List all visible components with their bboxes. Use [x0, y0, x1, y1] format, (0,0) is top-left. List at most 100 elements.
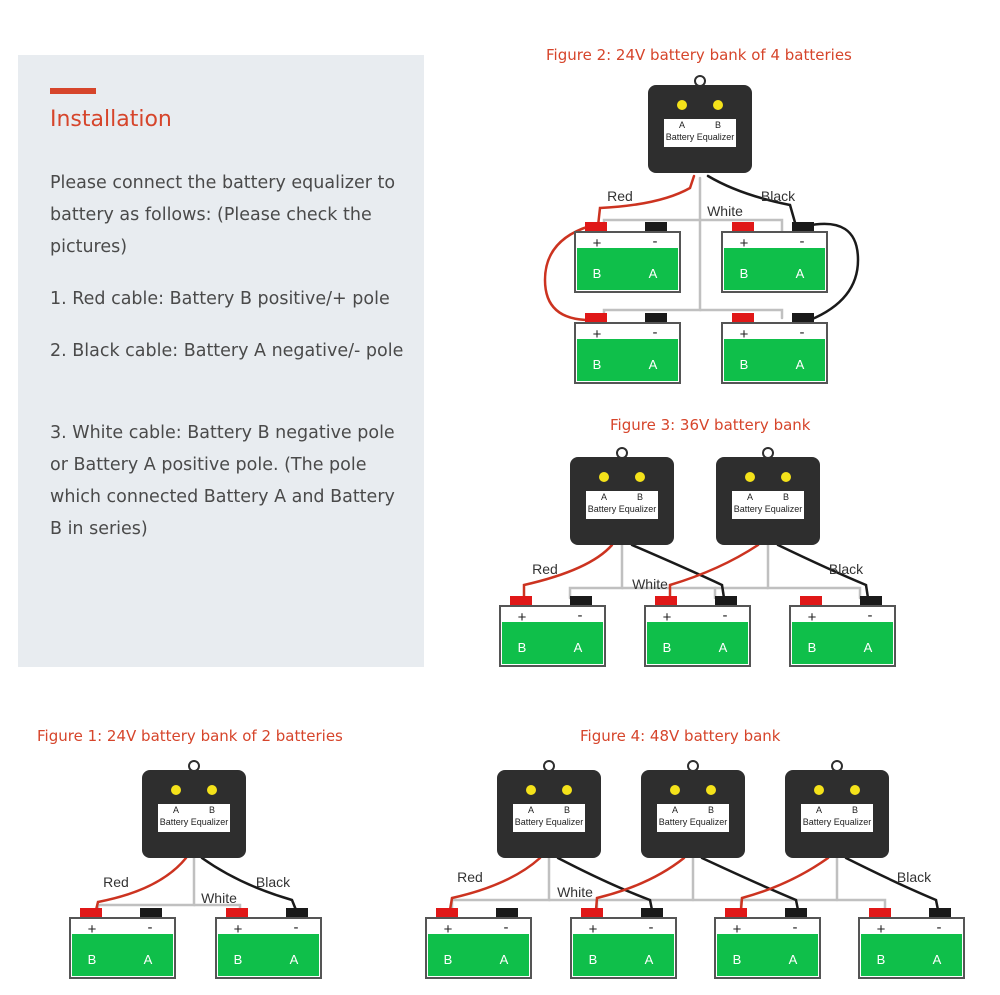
battery-a-label: A: [144, 952, 153, 967]
hanger-loop: [616, 447, 628, 459]
white-cable: [766, 543, 862, 600]
equalizer-label-plate: [158, 804, 230, 832]
positive-terminal: [581, 908, 603, 918]
negative-terminal: [715, 596, 737, 606]
plus-sign: +: [234, 921, 243, 938]
red-cable: [594, 856, 686, 912]
plus-sign: +: [444, 921, 453, 938]
hanger-loop: [762, 447, 774, 459]
negative-terminal: [785, 908, 807, 918]
led-a-icon: [677, 100, 687, 110]
white-label: White: [557, 884, 593, 900]
hanger-loop: [694, 75, 706, 87]
red-cable: [543, 224, 592, 322]
negative-terminal: [570, 596, 592, 606]
black-label: Black: [761, 188, 796, 204]
led-a-icon: [670, 785, 680, 795]
battery-equalizer: [497, 760, 601, 858]
minus-sign: -: [937, 919, 942, 936]
led-a-icon: [171, 785, 181, 795]
led-a-label: A: [601, 492, 607, 502]
negative-terminal: [140, 908, 162, 918]
plus-sign: +: [593, 326, 602, 343]
battery-a-label: A: [290, 952, 299, 967]
battery-b-label: B: [518, 640, 527, 655]
white-label: White: [707, 203, 743, 219]
battery-a-label: A: [649, 266, 658, 281]
battery-equalizer: [716, 447, 820, 545]
white-label: White: [632, 576, 668, 592]
minus-sign: -: [793, 919, 798, 936]
led-b-label: B: [708, 805, 714, 815]
battery-b-label: B: [589, 952, 598, 967]
negative-terminal: [792, 313, 814, 323]
minus-sign: -: [294, 919, 299, 936]
battery-charge: [428, 934, 529, 976]
minus-sign: -: [800, 324, 805, 341]
led-a-icon: [745, 472, 755, 482]
negative-terminal: [929, 908, 951, 918]
battery-a-label: A: [649, 357, 658, 372]
positive-terminal: [732, 313, 754, 323]
led-b-icon: [635, 472, 645, 482]
battery-a-label: A: [796, 266, 805, 281]
black-cable: [700, 856, 800, 912]
led-b-icon: [562, 785, 572, 795]
red-cable: [739, 856, 830, 912]
positive-terminal: [725, 908, 747, 918]
minus-sign: -: [800, 233, 805, 250]
installation-panel: Installation Please connect the battery …: [18, 55, 424, 667]
battery: [499, 596, 606, 667]
plus-sign: +: [740, 235, 749, 252]
battery-b-label: B: [593, 357, 602, 372]
battery: [574, 313, 681, 384]
white-label: White: [201, 890, 237, 906]
positive-terminal: [226, 908, 248, 918]
led-a-label: A: [816, 805, 822, 815]
led-a-icon: [599, 472, 609, 482]
battery-equalizer: [142, 760, 246, 858]
led-b-label: B: [564, 805, 570, 815]
battery: [425, 908, 532, 979]
minus-sign: -: [504, 919, 509, 936]
battery-b-label: B: [740, 266, 749, 281]
battery-a-label: A: [864, 640, 873, 655]
battery-a-label: A: [645, 952, 654, 967]
battery-charge: [218, 934, 319, 976]
led-b-label: B: [637, 492, 643, 502]
battery: [714, 908, 821, 979]
battery: [721, 313, 828, 384]
hanger-loop: [687, 760, 699, 772]
black-cable: [804, 222, 860, 322]
step-red-cable: 1. Red cable: Battery B positive/+ pole: [50, 289, 390, 309]
equalizer-label: Battery Equalizer: [734, 504, 803, 514]
led-a-label: A: [528, 805, 534, 815]
negative-terminal: [792, 222, 814, 232]
battery-b-label: B: [733, 952, 742, 967]
led-b-icon: [207, 785, 217, 795]
battery-b-label: B: [88, 952, 97, 967]
step-white-cable: 3. White cable: Battery B negative pole …: [50, 423, 395, 539]
led-a-label: A: [747, 492, 753, 502]
red-label: Red: [607, 188, 633, 204]
equalizer-label: Battery Equalizer: [515, 817, 584, 827]
battery-charge: [502, 622, 603, 664]
white-cable: [96, 856, 196, 912]
hanger-loop: [188, 760, 200, 772]
minus-sign: -: [578, 607, 583, 624]
red-cable: [668, 543, 760, 600]
negative-terminal: [645, 313, 667, 323]
negative-terminal: [286, 908, 308, 918]
red-cable: [94, 856, 188, 912]
led-a-label: A: [679, 120, 685, 130]
battery-a-label: A: [789, 952, 798, 967]
black-label: Black: [897, 869, 932, 885]
equalizer-label: Battery Equalizer: [160, 817, 229, 827]
led-b-label: B: [852, 805, 858, 815]
red-cable: [596, 174, 696, 228]
led-b-icon: [713, 100, 723, 110]
battery-a-label: A: [796, 357, 805, 372]
minus-sign: -: [723, 607, 728, 624]
battery: [789, 596, 896, 667]
